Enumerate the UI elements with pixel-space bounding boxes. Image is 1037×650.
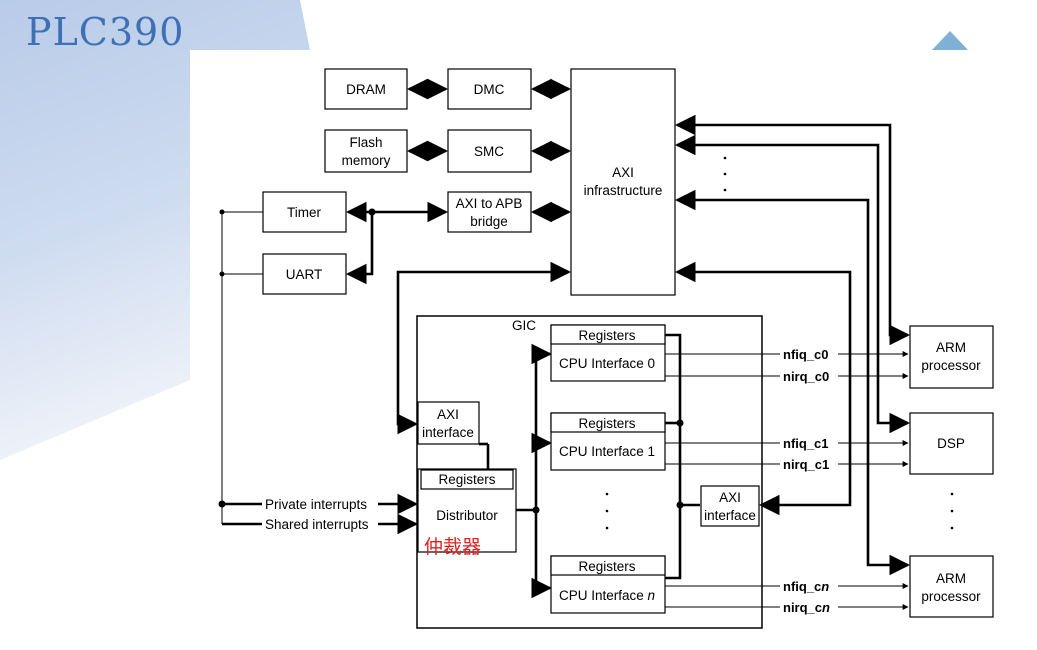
nirq-c1-label: nirq_c1 (783, 457, 829, 472)
svg-text:interface: interface (704, 508, 756, 523)
dsp-block: DSP (909, 412, 994, 475)
private-interrupts-label: Private interrupts (265, 497, 367, 512)
timer-block: Timer (262, 191, 347, 233)
gic-label: GIC (512, 318, 536, 333)
interrupt-bus (218, 209, 419, 535)
svg-text:memory: memory (342, 153, 391, 168)
smc-block: SMC (447, 129, 532, 173)
gic-right-axi-interface-block: AXI interface (700, 485, 760, 527)
svg-text:AXI: AXI (612, 165, 634, 180)
nfiq-c0-label: nfiq_c0 (783, 347, 829, 362)
svg-text:Registers: Registers (578, 559, 635, 574)
svg-text:Distributor: Distributor (436, 508, 498, 523)
svg-text:processor: processor (921, 358, 981, 373)
svg-text:AXI: AXI (719, 490, 741, 505)
svg-text:AXI to APB: AXI to APB (456, 196, 523, 211)
gic-axi-interface-block: AXI interface (417, 401, 480, 445)
svg-text:CPU Interface 1: CPU Interface 1 (559, 444, 655, 459)
decorative-triangle (932, 31, 968, 50)
uart-block: UART (262, 253, 347, 295)
processor-ellipsis (950, 492, 954, 530)
svg-text:Timer: Timer (287, 205, 321, 220)
svg-text:UART: UART (286, 267, 323, 282)
cpu-interface-0-block: Registers CPU Interface 0 (550, 324, 666, 382)
svg-text:ARM: ARM (936, 571, 966, 586)
svg-text:Registers: Registers (438, 472, 495, 487)
svg-text:SMC: SMC (474, 144, 504, 159)
svg-text:CPU Interface n: CPU Interface n (559, 588, 655, 603)
arm-processor-0-block: ARM processor (909, 325, 994, 389)
nfiq-c1-label: nfiq_c1 (783, 436, 829, 451)
distributor-cpu-bus (516, 343, 553, 599)
svg-text:CPU Interface 0: CPU Interface 0 (559, 356, 655, 371)
svg-text:processor: processor (921, 589, 981, 604)
dmc-block: DMC (447, 68, 532, 110)
dram-block: DRAM (324, 68, 408, 110)
svg-text:ARM: ARM (936, 340, 966, 355)
svg-text:DMC: DMC (474, 82, 505, 97)
nfiq-cn-label: nfiq_cn (783, 579, 829, 594)
axi-infrastructure-block: AXI infrastructure (570, 68, 676, 296)
svg-text:interface: interface (422, 425, 474, 440)
svg-text:DRAM: DRAM (346, 82, 386, 97)
svg-text:AXI: AXI (437, 407, 459, 422)
axi-gic-link (396, 261, 572, 435)
cpu-interface-ellipsis (605, 492, 609, 530)
flash-memory-block: Flash memory (324, 129, 408, 173)
cpu-interface-n-block: Registers CPU Interface n (550, 555, 666, 614)
axi-processor-links (674, 114, 911, 576)
nirq-c0-label: nirq_c0 (783, 369, 829, 384)
svg-text:Registers: Registers (578, 328, 635, 343)
svg-text:bridge: bridge (470, 214, 508, 229)
svg-text:infrastructure: infrastructure (584, 183, 663, 198)
arm-processor-n-block: ARM processor (909, 555, 994, 618)
distributor-block: Registers Distributor (417, 468, 517, 553)
slide-title: PLC390 (26, 10, 185, 54)
shared-interrupts-label: Shared interrupts (265, 517, 369, 532)
svg-text:DSP: DSP (937, 436, 965, 451)
svg-text:Flash: Flash (349, 135, 382, 150)
distributor-annotation: 仲裁器 (424, 536, 481, 558)
svg-text:Registers: Registers (578, 416, 635, 431)
apb-bus (345, 201, 449, 285)
axi-to-apb-bridge-block: AXI to APB bridge (447, 191, 532, 233)
nirq-cn-label: nirq_cn (783, 600, 830, 615)
cpu-interface-1-block: Registers CPU Interface 1 (550, 412, 666, 471)
